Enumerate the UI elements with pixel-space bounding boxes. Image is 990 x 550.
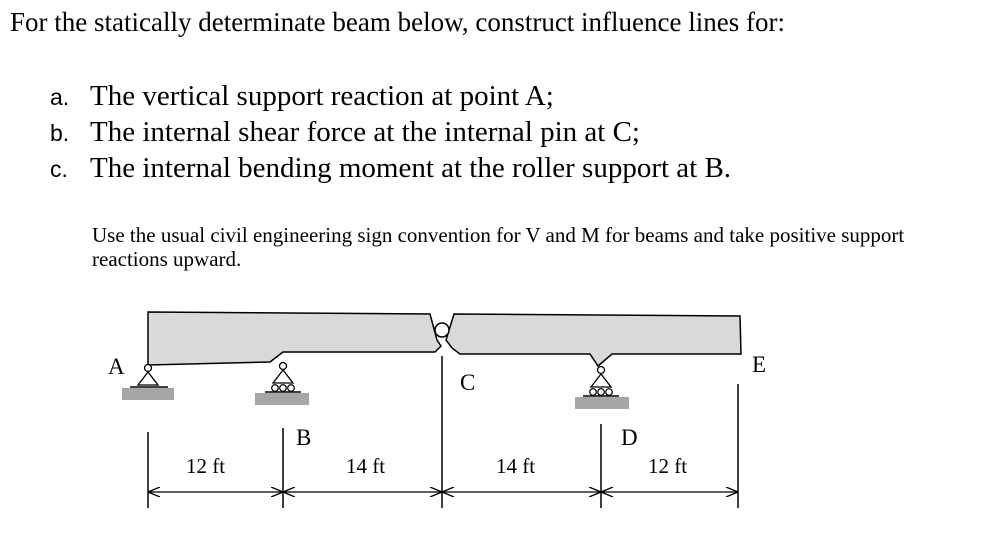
roller-support-b — [255, 361, 309, 405]
pin-support-a — [122, 363, 174, 400]
label-a: A — [108, 354, 125, 379]
task-text-a: The vertical support reaction at point A… — [90, 80, 554, 112]
task-item-a: a. The vertical support reaction at poin… — [50, 78, 731, 114]
problem-intro: For the statically determinate beam belo… — [10, 7, 785, 37]
task-list: a. The vertical support reaction at poin… — [50, 78, 731, 186]
label-c: C — [460, 370, 475, 395]
dimension-label-ab: 12 ft — [186, 454, 225, 478]
label-e: E — [752, 352, 766, 377]
roller-support-d — [575, 365, 629, 409]
task-marker-c: c. — [50, 156, 68, 182]
task-text-c: The internal bending moment at the rolle… — [90, 152, 732, 184]
dimension-label-de: 12 ft — [648, 454, 687, 478]
task-item-c: c. The internal bending moment at the ro… — [50, 150, 731, 186]
beam-segment-ce — [445, 313, 742, 368]
task-text-b: The internal shear force at the internal… — [90, 116, 640, 148]
dimension-label-cd: 14 ft — [496, 454, 535, 478]
task-marker-b: b. — [50, 120, 70, 146]
label-b: B — [296, 425, 311, 450]
beam-segment-ac — [147, 311, 442, 366]
label-d: D — [621, 425, 638, 450]
sign-convention-note: Use the usual civil engineering sign con… — [92, 223, 905, 271]
task-item-b: b. The internal shear force at the inter… — [50, 114, 731, 150]
internal-pin-c — [434, 322, 450, 338]
dimension-label-bc: 14 ft — [346, 454, 385, 478]
task-marker-a: a. — [50, 84, 70, 110]
